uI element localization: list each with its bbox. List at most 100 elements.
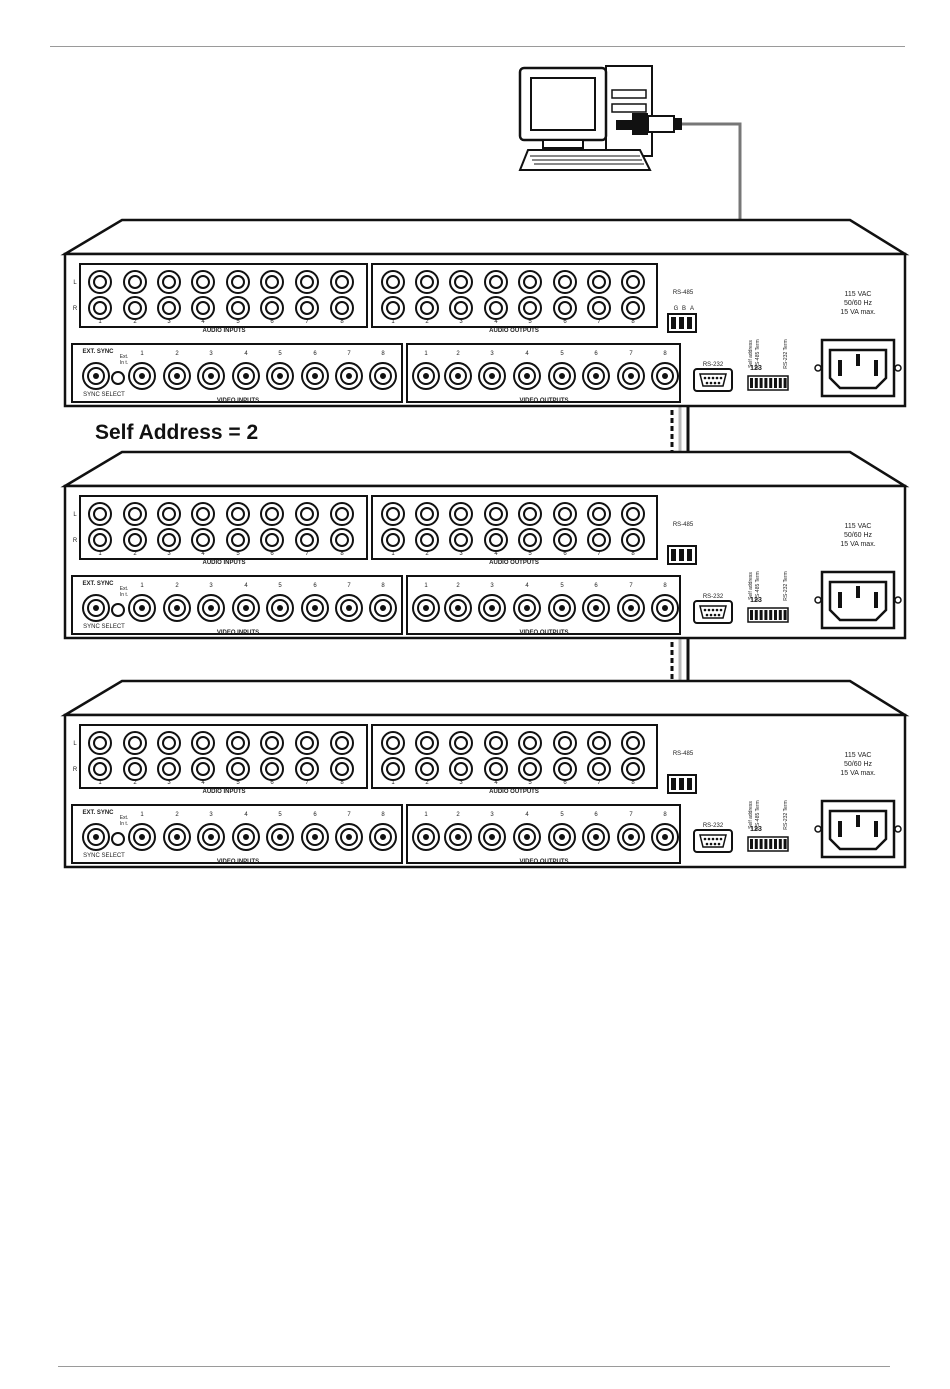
bnc-pin [489, 834, 495, 840]
rca-ring [558, 275, 572, 289]
audio-output-number: 5 [528, 319, 532, 325]
rca-ring [196, 301, 210, 315]
computer-icon [518, 65, 682, 171]
dip-rs232-term-label: RS-232 Term [783, 800, 789, 829]
bnc-pin [346, 605, 352, 611]
dip-switch [759, 610, 763, 620]
rs232-pin [709, 613, 713, 617]
bnc-pin [312, 605, 318, 611]
rs485-terminal-slot [687, 778, 692, 790]
power-rating-1: 115 VAC [845, 523, 872, 530]
video-input-number: 7 [347, 812, 351, 818]
video-input-number: 5 [278, 812, 282, 818]
video-input-number: 4 [244, 812, 248, 818]
rca-ring [335, 301, 349, 315]
audio-input-number: 4 [201, 319, 205, 325]
drive-bay [611, 103, 647, 113]
dip-rs485-term-label: RS-485 Term [755, 800, 761, 829]
monitor-stand [542, 139, 584, 149]
audio-outputs-label: AUDIO OUTPUTS [489, 560, 539, 566]
bnc-pin [455, 605, 461, 611]
row-label-l: L [73, 741, 77, 747]
bnc-pin [174, 834, 180, 840]
audio-output-number: 4 [494, 319, 498, 325]
rs485-terminal-slot [687, 549, 692, 561]
bnc-pin [208, 605, 214, 611]
rs232-label: RS-232 [703, 362, 724, 368]
rca-ring [265, 301, 279, 315]
rca-ring [420, 275, 434, 289]
rca-ring [523, 301, 537, 315]
audio-input-number: 8 [340, 551, 344, 557]
rca-ring [626, 762, 640, 776]
audio-output-number: 1 [391, 319, 395, 325]
rca-ring [489, 507, 503, 521]
power-screw [814, 364, 822, 372]
chassis-top [60, 450, 910, 488]
video-output-number: 8 [663, 351, 667, 357]
power-inlet-socket [828, 348, 888, 390]
rca-ring [93, 762, 107, 776]
video-input-number: 4 [244, 351, 248, 357]
dip-switch [769, 839, 773, 849]
power-inlet-socket [828, 580, 888, 622]
rca-ring [300, 301, 314, 315]
audio-output-number: 8 [631, 551, 635, 557]
power-pin [856, 354, 860, 366]
rs485-label: RS-485 [673, 522, 694, 528]
dip-switch [759, 378, 763, 388]
rca-ring [335, 762, 349, 776]
rca-ring [265, 533, 279, 547]
rca-ring [626, 507, 640, 521]
audio-input-number: 7 [305, 551, 309, 557]
rca-ring [265, 507, 279, 521]
rca-ring [592, 762, 606, 776]
rca-ring [558, 736, 572, 750]
video-input-number: 2 [175, 812, 179, 818]
video-output-number: 5 [560, 351, 564, 357]
sync-ext-label: Ext. [120, 586, 129, 592]
audio-input-number: 1 [98, 551, 102, 557]
video-output-number: 5 [560, 583, 564, 589]
rs232-pin [711, 608, 715, 612]
bnc-pin [423, 834, 429, 840]
video-input-number: 1 [140, 812, 144, 818]
bnc-pin [662, 373, 668, 379]
audio-input-number: 4 [201, 551, 205, 557]
video-output-number: 7 [629, 812, 633, 818]
rca-ring [489, 301, 503, 315]
serial-plug-body [647, 115, 675, 133]
bnc-pin [559, 373, 565, 379]
video-input-number: 4 [244, 583, 248, 589]
video-output-number: 3 [490, 351, 494, 357]
power-rating-3: 15 VA max. [840, 770, 875, 777]
bnc-pin [455, 834, 461, 840]
bnc-pin [312, 373, 318, 379]
rca-ring [162, 533, 176, 547]
audio-outputs-label: AUDIO OUTPUTS [489, 789, 539, 795]
rca-ring [93, 275, 107, 289]
rca-ring [420, 533, 434, 547]
rs485-terminal-slot [679, 778, 684, 790]
rs232-pin [713, 842, 717, 846]
audio-input-number: 6 [270, 319, 274, 325]
power-pin [874, 360, 878, 376]
rca-ring [592, 301, 606, 315]
rs232-label: RS-232 [703, 823, 724, 829]
dip-switch [778, 839, 782, 849]
sync-select-label: SYNC SELECT [83, 853, 125, 859]
dip-switch [759, 839, 763, 849]
rca-ring [196, 275, 210, 289]
video-input-number: 2 [175, 583, 179, 589]
video-output-number: 7 [629, 351, 633, 357]
video-input-number: 3 [209, 351, 213, 357]
rca-ring [386, 275, 400, 289]
rs232-pin [713, 613, 717, 617]
video-outputs-label: VIDEO OUTPUTS [519, 859, 568, 865]
bnc-pin [662, 834, 668, 840]
bnc-pin [524, 373, 530, 379]
audio-input-number: 1 [98, 319, 102, 325]
rca-ring [128, 301, 142, 315]
audio-input-number: 1 [98, 780, 102, 786]
